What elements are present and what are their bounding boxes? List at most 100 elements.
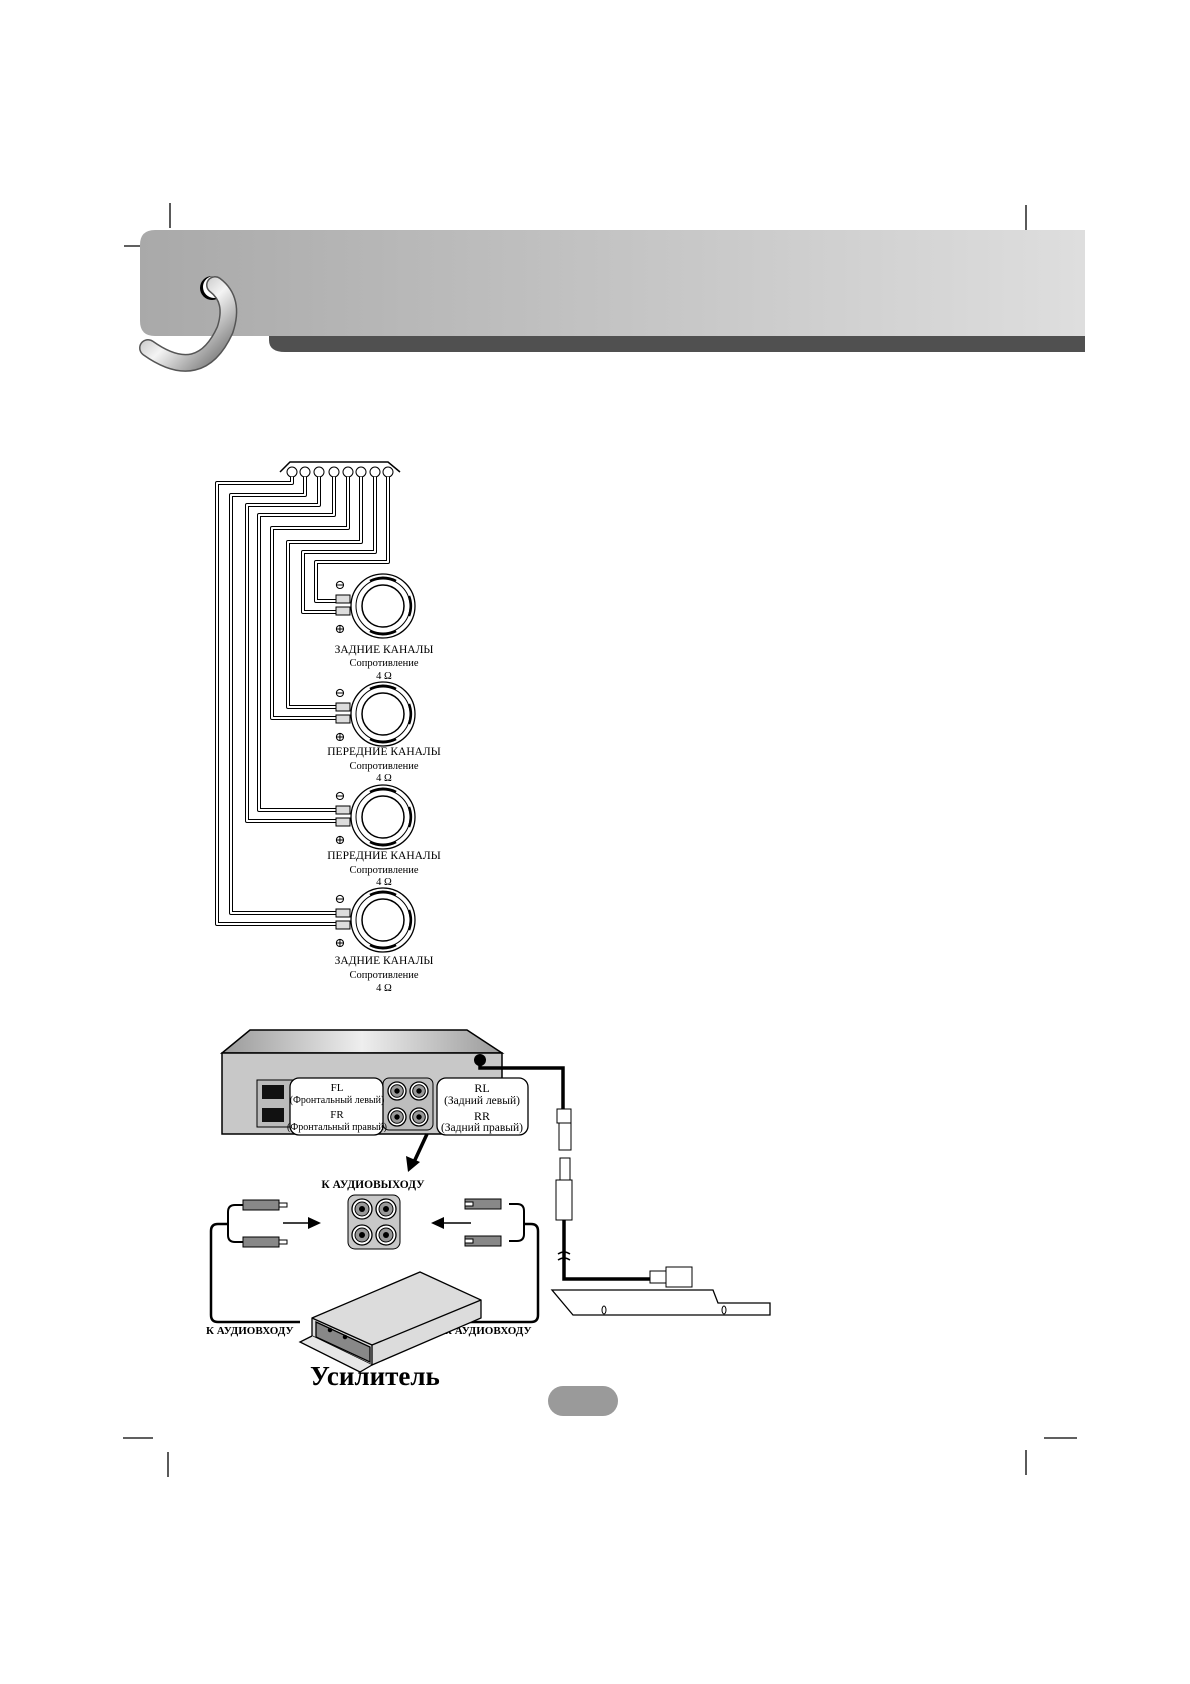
audio-in-label-right: К АУДИОВХОДУ: [444, 1325, 532, 1337]
speaker-wire-core: [302, 477, 376, 613]
rca-jack: [409, 1081, 429, 1101]
speaker-label-2: ПЕРЕДНИЕ КАНАЛЫ Сопротивление 4 Ω: [327, 746, 441, 784]
connector-pin: [342, 466, 354, 478]
speaker-wire-core: [287, 477, 362, 708]
terminal: [335, 714, 351, 724]
connector-pin: [369, 466, 381, 478]
antenna-cable: [478, 1060, 693, 1288]
impedance-label: Сопротивление: [349, 970, 418, 981]
amplifier-label: Усилитель: [310, 1361, 440, 1391]
fl-label: FL: [331, 1082, 344, 1094]
minus-icon: ⊖: [335, 788, 346, 803]
terminal: [335, 606, 351, 616]
rear-channel-callout: RL (Задний левый) RR (Задний правый): [436, 1077, 529, 1136]
harness-connector: [279, 461, 401, 473]
plus-icon: ⊕: [335, 621, 346, 636]
rca-plug: [464, 1235, 502, 1247]
header-band: [140, 230, 1085, 336]
rca-jack: [351, 1198, 373, 1220]
speaker-channel-label: ПЕРЕДНИЕ КАНАЛЫ: [327, 850, 441, 862]
rr-label: RR: [474, 1109, 490, 1123]
speaker-channel-label: ЗАДНИЕ КАНАЛЫ: [335, 955, 434, 967]
connector-pin: [328, 466, 340, 478]
direction-arrows: [283, 1217, 471, 1229]
mounting-bracket: [550, 1289, 771, 1316]
impedance-label: Сопротивление: [349, 761, 418, 772]
speaker-wires: [215, 477, 390, 926]
rca-jack: [351, 1224, 373, 1246]
audio-out-jack-panel: [347, 1194, 401, 1250]
rca-jack: [387, 1081, 407, 1101]
terminal: [335, 805, 351, 815]
speaker-channel-label: ПЕРЕДНИЕ КАНАЛЫ: [327, 746, 441, 758]
front-channel-callout: FL (Фронтальный левый) FR (Фронтальный п…: [287, 1077, 387, 1136]
rl-description: (Задний левый): [444, 1095, 520, 1107]
minus-icon: ⊖: [335, 891, 346, 906]
speaker-icon: ⊖⊕: [335, 784, 416, 850]
connector-pin: [286, 466, 298, 478]
page-number-pill: [548, 1386, 618, 1416]
speaker-wiring-diagram: ⊖⊕⊖⊕⊖⊕⊖⊕ ЗАДНИЕ КАНАЛЫ Сопротивление 4 Ω…: [215, 461, 441, 994]
impedance-value: 4 Ω: [376, 773, 392, 784]
plus-icon: ⊕: [335, 832, 346, 847]
rca-plug: [464, 1198, 502, 1210]
hook-ring-icon: [139, 276, 238, 372]
impedance-value: 4 Ω: [376, 877, 392, 888]
rca-jack: [409, 1107, 429, 1127]
connector-pin: [313, 466, 325, 478]
fl-description: (Фронтальный левый): [290, 1095, 385, 1106]
speaker-icon: ⊖⊕: [335, 573, 416, 639]
rr-description: (Задний правый): [441, 1122, 523, 1134]
minus-icon: ⊖: [335, 685, 346, 700]
plus-icon: ⊕: [335, 935, 346, 950]
speaker-wire: [215, 477, 336, 926]
terminal: [335, 908, 351, 918]
header-banner: [139, 230, 1085, 372]
terminal: [335, 920, 351, 930]
speaker-wire-core: [271, 477, 349, 719]
speaker-label-3: ПЕРЕДНИЕ КАНАЛЫ Сопротивление 4 Ω: [327, 850, 441, 888]
rl-label: RL: [474, 1081, 489, 1095]
impedance-label: Сопротивление: [349, 865, 418, 876]
rca-plug: [242, 1236, 288, 1248]
rca-plugs: [242, 1198, 502, 1248]
impedance-label: Сопротивление: [349, 658, 418, 669]
terminal: [335, 594, 351, 604]
terminal: [335, 817, 351, 827]
rca-jack: [375, 1198, 397, 1220]
rca-plug: [242, 1199, 288, 1211]
speakers: ⊖⊕⊖⊕⊖⊕⊖⊕: [335, 573, 416, 953]
speaker-wire-core: [258, 477, 336, 811]
connector-pin: [382, 466, 394, 478]
fr-label: FR: [330, 1109, 344, 1121]
header-dark-bar: [269, 336, 1085, 352]
speaker-wire-core: [230, 477, 336, 914]
rca-output-jacks: [387, 1081, 429, 1127]
plus-icon: ⊕: [335, 729, 346, 744]
impedance-value: 4 Ω: [376, 671, 392, 682]
pointer-arrow: [406, 1133, 429, 1172]
speaker-label-1: ЗАДНИЕ КАНАЛЫ Сопротивление 4 Ω: [335, 644, 434, 682]
speaker-wire-core: [315, 477, 389, 602]
rca-cables: [209, 1203, 540, 1324]
speaker-wire-core: [216, 477, 336, 925]
crop-marks: [123, 203, 1077, 1477]
speaker-wire: [286, 477, 363, 709]
speaker-icon: ⊖⊕: [335, 681, 416, 747]
impedance-value: 4 Ω: [376, 983, 392, 994]
speaker-wire-core: [246, 477, 336, 822]
amplifier-illustration: [298, 1271, 482, 1373]
speaker-label-4: ЗАДНИЕ КАНАЛЫ Сопротивление 4 Ω: [335, 955, 434, 994]
connector-pins: [286, 466, 394, 478]
rca-jack: [375, 1224, 397, 1246]
connector-pin: [299, 466, 311, 478]
minus-icon: ⊖: [335, 577, 346, 592]
speaker-channel-label: ЗАДНИЕ КАНАЛЫ: [335, 644, 434, 656]
audio-in-label-left: К АУДИОВХОДУ: [206, 1325, 294, 1337]
rca-jack: [387, 1107, 407, 1127]
terminal: [335, 702, 351, 712]
speaker-icon: ⊖⊕: [335, 887, 416, 953]
audio-out-label: К АУДИОВЫХОДУ: [321, 1179, 425, 1191]
